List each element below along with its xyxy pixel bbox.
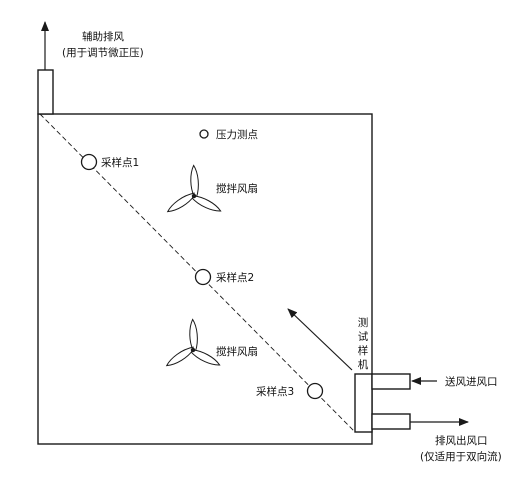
sample-point-1-marker [80,153,98,171]
sample-point-1-label: 采样点1 [101,156,139,169]
test-machine-char: 机 [358,358,369,371]
sample-point-2-marker [194,268,212,286]
return-airflow-arrow [287,308,353,371]
test-chamber [37,113,373,445]
supply-inlet-label: 送风进风口 [445,375,498,388]
test-machine-char: 样 [358,344,369,357]
stirring-fan-icon [158,160,225,224]
sample-point-2-label: 采样点2 [216,271,254,284]
pressure-point-label: 压力测点 [216,128,258,141]
exhaust-outlet-sublabel: (仅适用于双向流) [420,450,502,463]
pressure-point-marker [199,129,209,139]
aux-exhaust-sublabel: (用于调节微正压) [62,46,144,59]
test-machine-char: 试 [358,331,369,343]
test-machine-unit [354,373,373,433]
sample-point-3-marker [306,382,324,400]
exhaust-outlet-label: 排风出风口 [435,434,488,447]
aux-exhaust-label: 辅助排风 [82,30,124,43]
stirring-fan-label: 搅拌风扇 [216,182,258,195]
test-machine-char: 测 [358,316,369,329]
supply-inlet-duct [371,373,411,390]
stirring-fan-label: 搅拌风扇 [216,345,258,358]
stirring-fan-icon [157,314,224,378]
sample-point-3-label: 采样点3 [256,385,294,398]
aux-exhaust-duct [37,69,54,115]
exhaust-outlet-duct [371,413,411,430]
